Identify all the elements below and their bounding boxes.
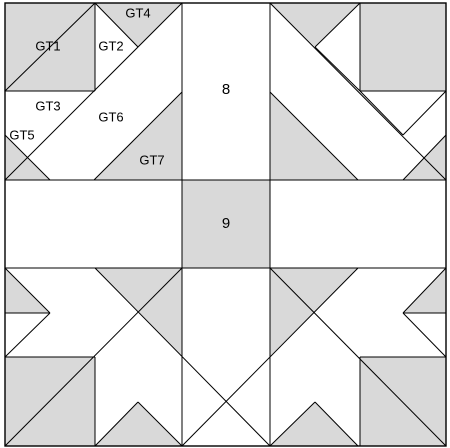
label-gt1: GT1 bbox=[35, 38, 60, 53]
label-gt5: GT5 bbox=[9, 127, 34, 142]
label-piece-9: 9 bbox=[222, 215, 230, 232]
gt4-triangle bbox=[95, 3, 182, 47]
label-gt3: GT3 bbox=[35, 98, 60, 113]
piece-labels: GT1 GT4 GT2 GT3 GT5 GT6 GT7 8 9 bbox=[9, 5, 230, 232]
center-square-9 bbox=[182, 180, 270, 268]
label-gt7: GT7 bbox=[139, 152, 164, 167]
seam-lines bbox=[4, 2, 447, 447]
label-piece-8: 8 bbox=[222, 81, 230, 98]
label-gt2: GT2 bbox=[98, 38, 123, 53]
label-gt4: GT4 bbox=[125, 5, 150, 20]
label-gt6: GT6 bbox=[98, 109, 123, 124]
block-border bbox=[4, 2, 447, 447]
tr-top-triangle bbox=[270, 3, 360, 47]
br-bottom-triangle bbox=[270, 402, 358, 446]
bl-bottom-triangle bbox=[95, 402, 182, 446]
tr-corner-square bbox=[360, 3, 446, 91]
